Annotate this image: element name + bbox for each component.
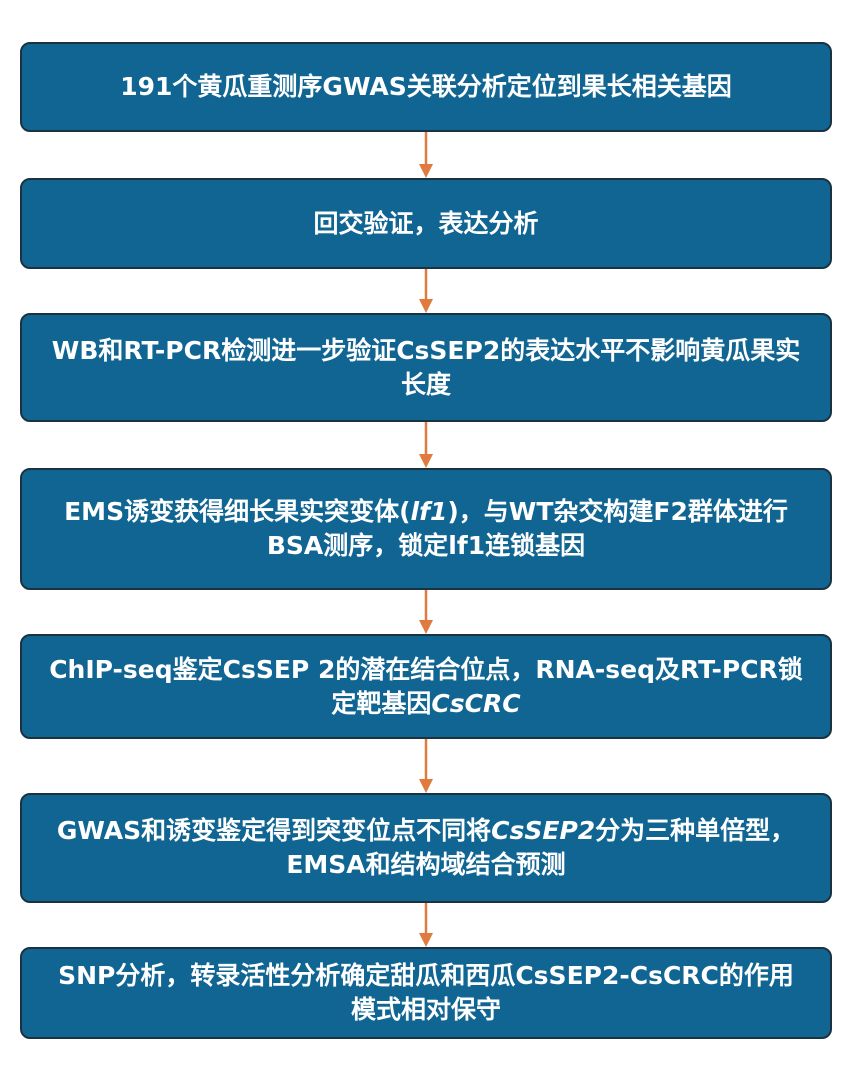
flow-step-4: EMS诱变获得细长果实突变体(lf1)，与WT杂交构建F2群体进行BSA测序，锁…	[20, 468, 832, 590]
arrow-down-icon	[418, 739, 434, 793]
flow-step-1: 191个黄瓜重测序GWAS关联分析定位到果长相关基因	[20, 42, 832, 132]
arrow-down-icon	[418, 269, 434, 313]
arrow-down-icon	[418, 903, 434, 947]
arrow-down-icon	[418, 590, 434, 634]
arrow-down-icon	[418, 132, 434, 178]
flow-step-5-text: ChIP-seq鉴定CsSEP 2的潜在结合位点，RNA-seq及RT-PCR锁…	[49, 654, 803, 718]
flow-step-6-text: GWAS和诱变鉴定得到突变位点不同将CsSEP2分为三种单倍型，EMSA和结构域…	[56, 816, 796, 879]
flow-step-3-text: WB和RT-PCR检测进一步验证CsSEP2的表达水平不影响黄瓜果实长度	[51, 335, 801, 399]
flow-step-6: GWAS和诱变鉴定得到突变位点不同将CsSEP2分为三种单倍型，EMSA和结构域…	[20, 793, 832, 903]
flow-step-2-text: 回交验证，表达分析	[313, 208, 539, 238]
flow-step-2: 回交验证，表达分析	[20, 178, 832, 269]
flow-step-7: SNP分析，转录活性分析确定甜瓜和西瓜CsSEP2-CsCRC的作用模式相对保守	[20, 947, 832, 1039]
arrow-down-icon	[418, 422, 434, 468]
flow-step-1-text: 191个黄瓜重测序GWAS关联分析定位到果长相关基因	[120, 72, 732, 101]
flow-step-7-text: SNP分析，转录活性分析确定甜瓜和西瓜CsSEP2-CsCRC的作用模式相对保守	[58, 961, 794, 1024]
flow-step-4-text: EMS诱变获得细长果实突变体(lf1)，与WT杂交构建F2群体进行BSA测序，锁…	[64, 497, 788, 560]
flow-step-5: ChIP-seq鉴定CsSEP 2的潜在结合位点，RNA-seq及RT-PCR锁…	[20, 634, 832, 739]
flow-step-3: WB和RT-PCR检测进一步验证CsSEP2的表达水平不影响黄瓜果实长度	[20, 313, 832, 422]
